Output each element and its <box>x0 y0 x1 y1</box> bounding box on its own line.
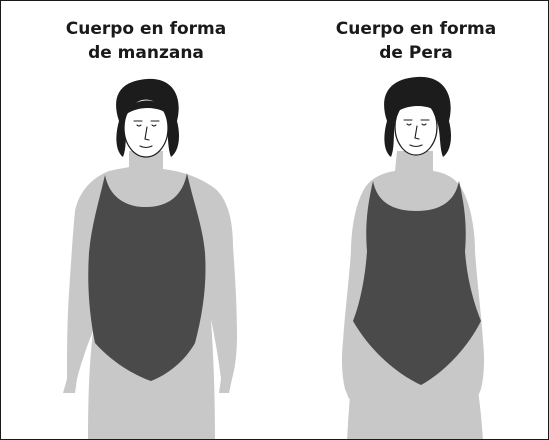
pear-face <box>394 98 438 156</box>
apple-shape-title: Cuerpo en forma de manzana <box>21 17 271 65</box>
apple-title-line-2: de manzana <box>88 43 204 63</box>
pear-bangs <box>393 99 441 115</box>
pear-facial-features <box>403 119 430 148</box>
apple-facial-features <box>133 120 160 149</box>
pear-shape-title: Cuerpo en forma de Pera <box>291 17 541 65</box>
pear-title-line-2: de Pera <box>379 43 453 63</box>
pear-body-figure <box>341 76 485 439</box>
apple-title-line-1: Cuerpo en forma <box>65 19 227 39</box>
apple-swimsuit <box>88 173 206 381</box>
apple-bangs <box>123 100 171 117</box>
apple-body-figure <box>63 78 237 439</box>
apple-face <box>123 98 169 158</box>
pear-swimsuit <box>353 181 481 385</box>
pear-title-line-1: Cuerpo en forma <box>335 19 497 39</box>
